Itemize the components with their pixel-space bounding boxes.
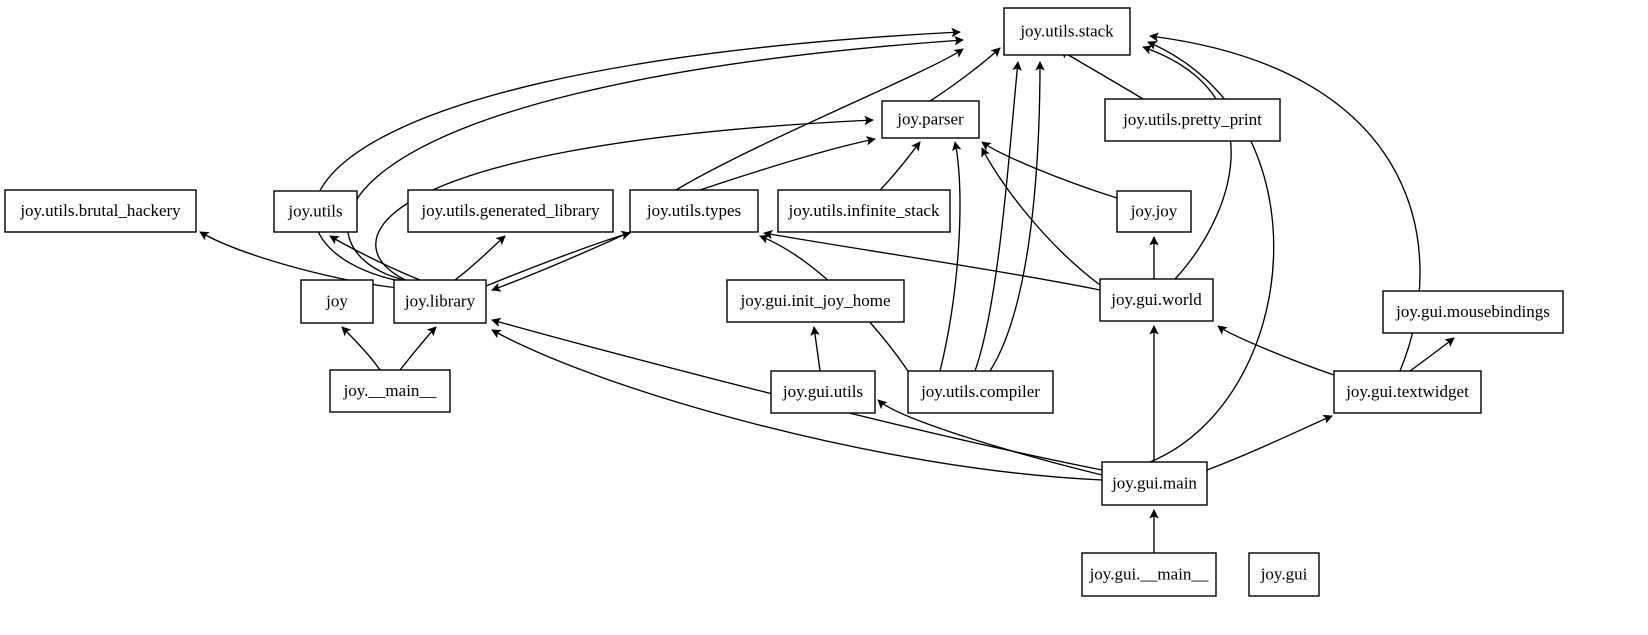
graph-edge [491, 317, 1103, 471]
graph-edge [810, 326, 821, 372]
graph-edge [699, 136, 876, 191]
graph-node[interactable]: joy.utils.infinite_stack [777, 189, 951, 233]
graph-node[interactable]: joy.gui.init_joy_home [726, 279, 905, 323]
node-label: joy.utils.compiler [920, 382, 1040, 401]
graph-edge [929, 47, 1001, 102]
graph-edge [1217, 325, 1335, 376]
node-rect[interactable] [1382, 290, 1564, 334]
graph-edge [329, 235, 421, 281]
graph-node[interactable]: joy.__main__ [329, 369, 451, 413]
node-rect[interactable] [881, 100, 980, 139]
graph-edge [347, 35, 964, 282]
graph-edge [1206, 414, 1333, 471]
graph-node[interactable]: joy.utils.brutal_hackery [4, 189, 197, 233]
graph-edge [485, 230, 631, 287]
node-rect[interactable] [726, 279, 905, 323]
node-label: joy.joy [1130, 201, 1178, 220]
graph-edge [1147, 41, 1275, 463]
node-rect[interactable] [273, 190, 358, 233]
graph-edge [1142, 45, 1232, 280]
graph-node[interactable]: joy.utils.stack [1003, 7, 1131, 56]
node-label: joy.library [404, 291, 476, 310]
graph-node[interactable]: joy.gui.main [1101, 461, 1208, 506]
node-rect[interactable] [329, 369, 451, 413]
graph-edge [1059, 49, 1144, 100]
graph-edge [341, 326, 381, 371]
node-label: joy.__main__ [343, 381, 437, 400]
node-label: joy.gui [1260, 564, 1308, 583]
node-label: joy.parser [896, 109, 964, 128]
node-label: joy.gui.textwidget [1345, 382, 1469, 401]
node-rect[interactable] [300, 279, 374, 324]
node-rect[interactable] [1104, 98, 1281, 142]
node-rect[interactable] [907, 370, 1054, 414]
graph-edge [981, 147, 1101, 286]
graph-edge [675, 48, 964, 191]
node-rect[interactable] [393, 279, 487, 324]
graph-node[interactable]: joy.parser [881, 100, 980, 139]
graph-edge [491, 329, 1103, 481]
graph-edge [763, 229, 1101, 291]
graph-node[interactable]: joy.gui.world [1099, 278, 1214, 322]
node-rect[interactable] [1116, 190, 1192, 233]
graph-node[interactable]: joy.gui.utils [770, 370, 876, 414]
graph-node[interactable]: joy.library [393, 279, 487, 324]
node-label: joy.utils.pretty_print [1122, 110, 1262, 129]
graph-node[interactable]: joy.utils.pretty_print [1104, 98, 1281, 142]
node-rect[interactable] [1101, 461, 1208, 506]
node-label: joy.utils.types [646, 201, 741, 220]
node-rect[interactable] [4, 189, 197, 233]
graph-node[interactable]: joy [300, 279, 374, 324]
node-rect[interactable] [777, 189, 951, 233]
node-rect[interactable] [629, 189, 759, 233]
node-rect[interactable] [407, 189, 614, 233]
graph-node[interactable]: joy.utils [273, 190, 358, 233]
node-label: joy.gui.mousebindings [1395, 302, 1550, 321]
graph-node[interactable]: joy.utils.generated_library [407, 189, 614, 233]
graph-edge [879, 141, 921, 191]
node-label: joy.utils.brutal_hackery [19, 201, 181, 220]
node-label: joy.gui.init_joy_home [739, 291, 890, 310]
graph-edge [981, 141, 1118, 199]
node-rect[interactable] [1003, 7, 1131, 56]
node-label: joy.utils.infinite_stack [788, 201, 940, 220]
node-label: joy.gui.world [1110, 290, 1202, 309]
node-label: joy.gui.utils [782, 382, 863, 401]
graph-edge [313, 27, 961, 282]
graph-edge [989, 61, 1045, 372]
node-rect[interactable] [1248, 552, 1320, 597]
graph-node[interactable]: joy.gui [1248, 552, 1320, 597]
graph-node[interactable]: joy.utils.compiler [907, 370, 1054, 414]
node-label: joy.utils.generated_library [420, 201, 600, 220]
graph-edge [974, 61, 1022, 372]
graph-edge [454, 235, 506, 281]
graph-edge [1409, 337, 1455, 372]
node-rect[interactable] [1081, 552, 1217, 597]
node-rect[interactable] [1333, 370, 1482, 414]
graph-node[interactable]: joy.gui.mousebindings [1382, 290, 1564, 334]
node-label: joy [325, 291, 348, 310]
node-layer: joy.utils.stack joy.parser joy.utils.prett… [4, 7, 1564, 597]
node-label: joy.utils [287, 201, 342, 220]
node-label: joy.gui.main [1111, 473, 1197, 492]
graph-node[interactable]: joy.gui.__main__ [1081, 552, 1217, 597]
node-rect[interactable] [770, 370, 876, 414]
graph-edge [399, 326, 437, 371]
graph-node[interactable]: joy.utils.types [629, 189, 759, 233]
graph-node[interactable]: joy.gui.textwidget [1333, 370, 1482, 414]
graph-edge [491, 231, 631, 292]
graph-edge [877, 399, 1103, 476]
node-rect[interactable] [1099, 278, 1214, 322]
graph-node[interactable]: joy.joy [1116, 190, 1192, 233]
node-label: joy.gui.__main__ [1089, 564, 1209, 583]
node-label: joy.utils.stack [1019, 21, 1114, 40]
graph-edge [939, 141, 962, 372]
